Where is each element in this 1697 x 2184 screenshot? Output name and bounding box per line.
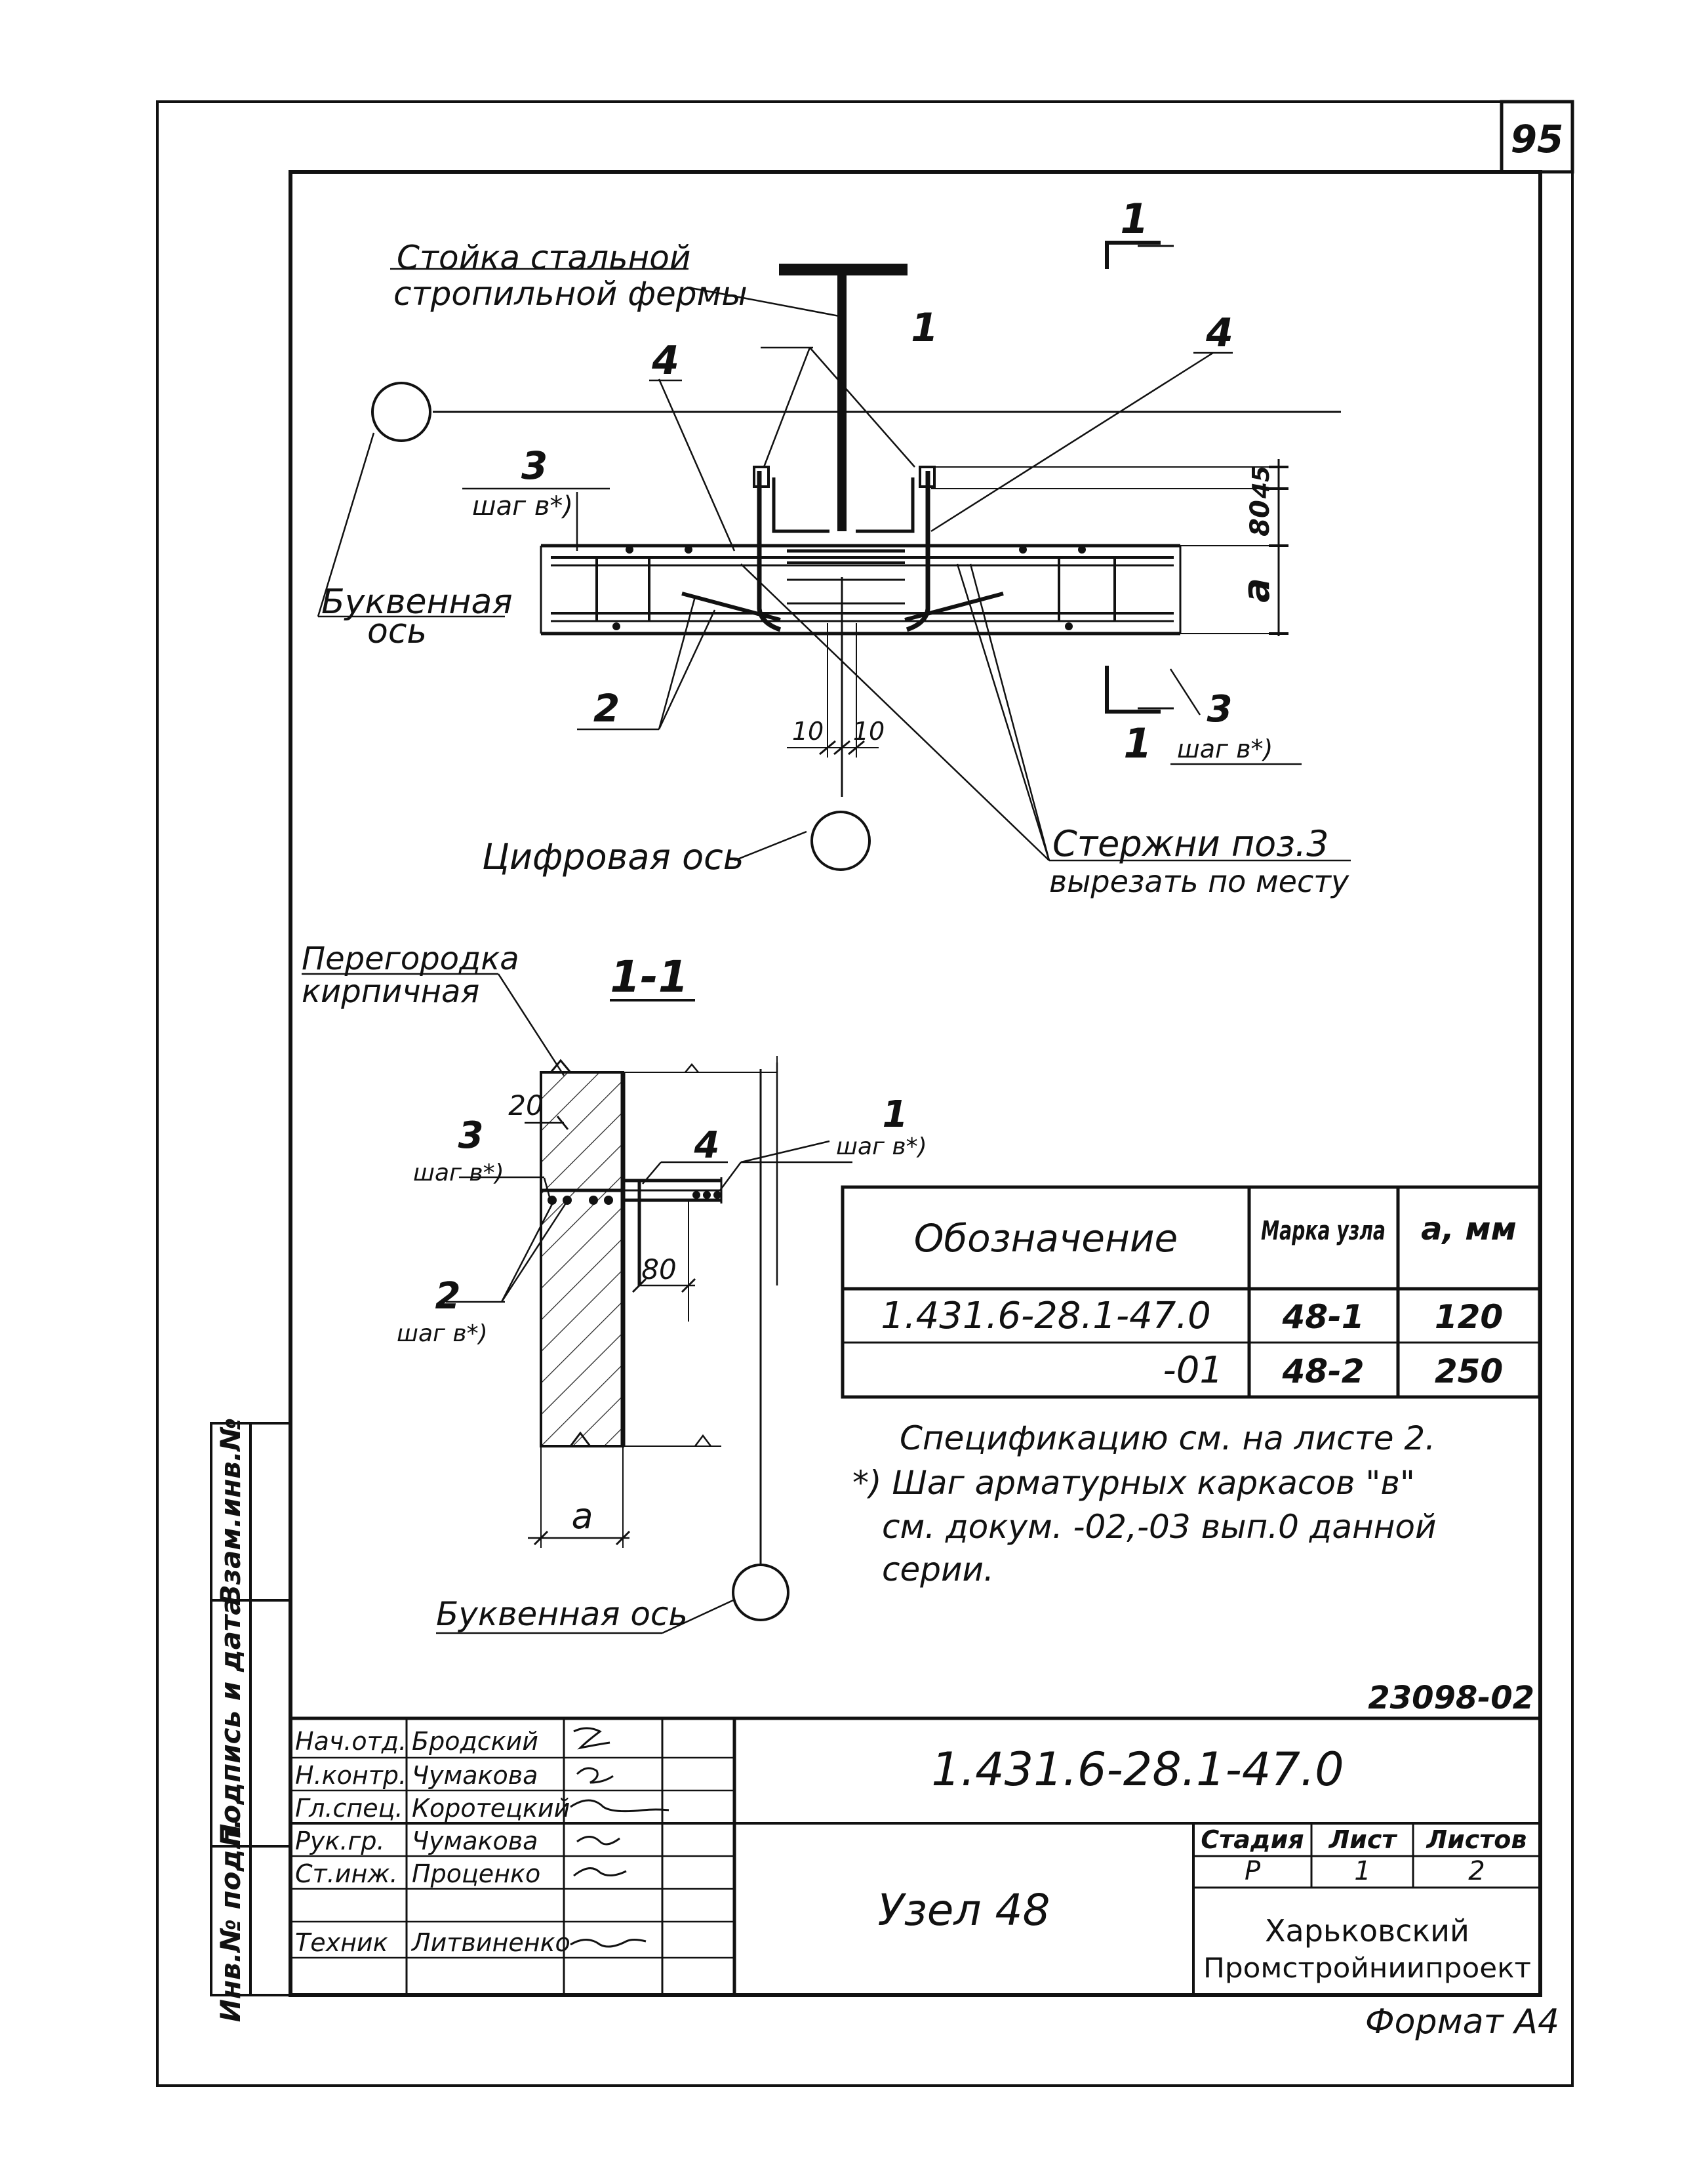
dim-45: 45 xyxy=(1248,466,1275,499)
node-table xyxy=(841,1185,1542,1399)
sheet-frames xyxy=(156,100,1574,2087)
note-line-4: серии. xyxy=(882,1550,994,1588)
side-stamp-sign: Подпись и дата xyxy=(214,1596,247,1846)
section-mark-top: 1 xyxy=(1120,195,1148,243)
plan-dimensions xyxy=(931,459,1288,636)
truss-post xyxy=(779,264,908,531)
signatures xyxy=(570,1727,669,1948)
role-1: Нач.отд. xyxy=(295,1727,407,1756)
pos3-left-label: 3 xyxy=(521,443,548,488)
side-stamp-vzam: Взам.инв.№ xyxy=(214,1418,247,1606)
dim-10-left: 10 xyxy=(792,717,824,746)
plan-view: 45 80 a 10 10 1 1 xyxy=(317,195,1351,899)
person-2: Чумакова xyxy=(412,1761,538,1790)
page-number: 95 xyxy=(1511,117,1564,161)
side-stamp xyxy=(210,1422,292,1996)
sheet-format: Формат А4 xyxy=(1365,2002,1559,2042)
digital-axis-label: Цифровая ось xyxy=(482,836,744,878)
title-sheet-label: Лист xyxy=(1328,1825,1398,1854)
note-line-2: *) Шаг арматурных каркасов "в" xyxy=(852,1464,1415,1502)
title-doc-number: 23098-02 xyxy=(1368,1680,1534,1716)
section-dim-20: 20 xyxy=(508,1089,543,1122)
table-row2-a: 250 xyxy=(1435,1352,1503,1390)
person-5: Проценко xyxy=(412,1859,540,1888)
dim-a: a xyxy=(1235,578,1278,603)
section-pos1-step: шаг в*) xyxy=(836,1133,927,1160)
dim-10-right: 10 xyxy=(853,717,885,746)
section-mark xyxy=(1105,241,1174,714)
pos3-left-step: шаг в*) xyxy=(472,491,573,521)
table-header-mark: Марка узла xyxy=(1261,1216,1386,1246)
pos4-left-label: 4 xyxy=(651,338,679,384)
role-2: Н.контр. xyxy=(295,1761,407,1790)
table-row1-a: 120 xyxy=(1435,1298,1503,1336)
section-mark-bottom: 1 xyxy=(1123,719,1151,767)
brick-partition xyxy=(540,1071,624,1447)
notes: Спецификацию см. на листе 2. *) Шаг арма… xyxy=(852,1419,1436,1588)
section-view: 1-1 Перегородка кирпичная xyxy=(302,940,927,1634)
dim-10-10 xyxy=(787,623,879,758)
letter-axis-bubble xyxy=(371,382,431,442)
table-row2-designation: -01 xyxy=(1163,1349,1223,1392)
title-org-2: Промстройниипроект xyxy=(1203,1952,1531,1984)
slab xyxy=(540,544,1182,636)
title-designation: 1.431.6-28.1-47.0 xyxy=(931,1743,1344,1796)
section-letter-axis-label: Буквенная ось xyxy=(436,1595,688,1633)
section-pos1: 1 xyxy=(883,1093,908,1136)
title-stage-label: Стадия xyxy=(1201,1825,1304,1854)
section-pos2-step: шаг в*) xyxy=(397,1320,488,1347)
rods-note-1: Стержни поз.3 xyxy=(1052,823,1328,864)
table-row2-mark: 48-2 xyxy=(1281,1352,1364,1390)
person-7: Литвиненко xyxy=(410,1928,570,1957)
section-dim-80: 80 xyxy=(641,1253,676,1285)
title-sheets-label: Листов xyxy=(1426,1825,1527,1854)
section-title: 1-1 xyxy=(610,952,688,1002)
role-4: Рук.гр. xyxy=(295,1827,385,1855)
table-header-designation: Обозначение xyxy=(914,1216,1178,1261)
note-line-3: см. докум. -02,-03 вып.0 данной xyxy=(882,1508,1436,1546)
title-sheet: 1 xyxy=(1354,1856,1370,1886)
title-stage: Р xyxy=(1245,1856,1261,1886)
person-4: Чумакова xyxy=(412,1827,538,1855)
pos4-right-label: 4 xyxy=(1205,310,1233,356)
table-row1-designation: 1.431.6-28.1-47.0 xyxy=(881,1295,1211,1337)
title-org-1: Харьковский xyxy=(1265,1913,1469,1949)
rods-note-2: вырезать по месту xyxy=(1049,864,1349,899)
person-3: Коротецкий xyxy=(412,1794,570,1823)
title-name: Узел 48 xyxy=(877,1885,1050,1935)
pos2-label: 2 xyxy=(593,686,620,731)
letter-axis-label-1: Буквенная xyxy=(321,582,513,622)
table-header-a: a, мм xyxy=(1421,1211,1517,1247)
dim-80: 80 xyxy=(1245,500,1275,536)
pos3-right-step: шаг в*) xyxy=(1177,735,1273,763)
anchor-bars xyxy=(681,466,1004,632)
section-dim-a: a xyxy=(571,1495,593,1537)
section-letter-axis-bubble xyxy=(732,1564,789,1621)
role-7: Техник xyxy=(295,1928,388,1957)
note-line-1: Спецификацию см. на листе 2. xyxy=(900,1419,1435,1457)
truss-post-label-1: Стойка стальной xyxy=(397,239,690,277)
section-slab xyxy=(541,1177,723,1285)
role-5: Ст.инж. xyxy=(295,1859,398,1888)
pos1-label: 1 xyxy=(911,305,938,351)
person-1: Бродский xyxy=(412,1727,538,1756)
title-sheets: 2 xyxy=(1468,1856,1485,1886)
truss-post-label-2: стропильной фермы xyxy=(393,275,748,313)
section-pos2: 2 xyxy=(435,1275,461,1318)
section-pos3: 3 xyxy=(458,1114,484,1157)
title-block xyxy=(290,1716,1540,1995)
table-row1-mark: 48-1 xyxy=(1281,1298,1364,1336)
partition-label-1: Перегородка xyxy=(302,940,519,977)
letter-axis-label-2: ось xyxy=(367,612,427,651)
pos3-right-label: 3 xyxy=(1207,688,1233,731)
role-3: Гл.спец. xyxy=(295,1794,403,1823)
digital-axis-bubble xyxy=(810,811,871,871)
side-stamp-inv: Инв.№ подл. xyxy=(214,1819,247,2022)
section-pos4: 4 xyxy=(694,1124,720,1167)
section-pos3-step: шаг в*) xyxy=(413,1160,504,1186)
partition-label-2: кирпичная xyxy=(302,973,479,1010)
plan-leaders xyxy=(317,286,1214,862)
